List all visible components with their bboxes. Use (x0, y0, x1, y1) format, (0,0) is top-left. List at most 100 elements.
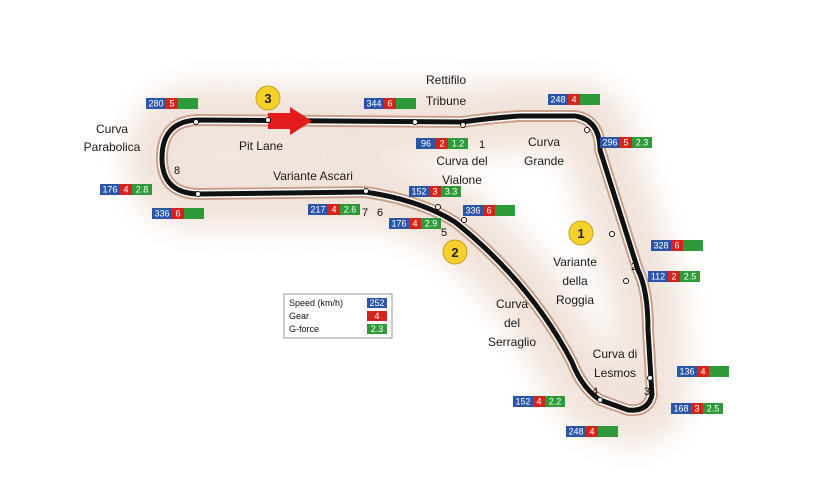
label-lesmos-line1: Curva di (593, 347, 638, 361)
label-roggia-line2: della (562, 274, 588, 288)
tag-gforce-value: 2.3 (636, 138, 649, 148)
tag-speed-value: 176 (102, 185, 117, 195)
track-line (159, 113, 655, 413)
tag-gear-value: 4 (571, 95, 576, 105)
tag-gear-value: 4 (536, 397, 541, 407)
tag-gforce-box (680, 271, 700, 282)
corner-number-4: 4 (592, 386, 598, 398)
tag-speed-box (146, 98, 166, 109)
telemetry-tag: 152 4 2.2 (513, 396, 565, 407)
pit-lane-arrow-icon (268, 107, 312, 135)
label-parabolica-line2: Parabolica (84, 140, 141, 154)
tag-speed-value: 344 (366, 99, 381, 109)
tag-gforce-box (448, 138, 468, 149)
tag-speed-value: 112 (651, 272, 665, 282)
label-rettifilo-line1: Rettifilo (426, 73, 466, 87)
sector-marker-3: 3 (255, 85, 281, 111)
tag-gear-box (384, 98, 396, 109)
legend-speed-swatch (367, 298, 387, 308)
tag-gear-value: 6 (175, 209, 180, 219)
corner-number-8: 8 (174, 165, 180, 177)
tag-gforce-box (441, 186, 461, 197)
tag-gear-box (483, 205, 495, 216)
tag-speed-value: 152 (411, 187, 426, 197)
tag-gforce-box (178, 98, 198, 109)
tag-gforce-value: 2.2 (549, 397, 562, 407)
tag-speed-box (100, 184, 120, 195)
label-roggia-line3: Roggia (556, 293, 594, 307)
svg-text:2: 2 (451, 245, 458, 260)
legend-gforce-value: 2.3 (371, 324, 384, 334)
tag-gforce-box (184, 208, 204, 219)
tag-gear-value: 6 (674, 241, 679, 251)
tag-speed-value: 248 (568, 427, 583, 437)
tag-speed-value: 336 (154, 209, 169, 219)
legend-gforce-label: G-force (289, 324, 319, 334)
label-serraglio-line1: Curva (496, 297, 528, 311)
corner-number-3: 3 (644, 386, 650, 398)
tag-gear-value: 5 (169, 99, 174, 109)
track-marker-dots (193, 117, 653, 403)
tag-gear-value: 5 (623, 138, 628, 148)
tag-speed-box (308, 204, 328, 215)
corner-number-1: 1 (479, 139, 485, 151)
tag-gforce-box (421, 218, 441, 229)
tag-speed-box (389, 218, 409, 229)
tag-gforce-box (580, 94, 600, 105)
telemetry-tag: 296 5 2.3 (600, 137, 652, 148)
tag-speed-box (548, 94, 568, 105)
tag-gear-value: 2 (671, 272, 676, 282)
telemetry-tag: 112 2 2.5 (648, 271, 700, 282)
tag-gear-value: 4 (589, 427, 594, 437)
tag-speed-box (648, 271, 668, 282)
tag-gforce-box (683, 240, 703, 251)
label-vialone-line2: Vialone (442, 173, 482, 187)
label-serraglio-line3: Serraglio (488, 335, 536, 349)
tag-gforce-value: 2.8 (136, 185, 149, 195)
tag-gforce-box (703, 403, 723, 414)
tag-speed-value: 176 (391, 219, 406, 229)
label-lesmos-line2: Lesmos (594, 366, 636, 380)
tag-speed-value: 96 (421, 139, 431, 149)
telemetry-tag: 248 4 (566, 426, 618, 437)
tag-gear-box (668, 271, 680, 282)
tag-speed-value: 296 (602, 138, 617, 148)
label-grande-line1: Curva (528, 135, 560, 149)
tag-speed-box (409, 186, 429, 197)
corner-number-6: 6 (377, 207, 383, 219)
tag-gear-value: 6 (387, 99, 392, 109)
label-parabolica-line1: Curva (96, 122, 128, 136)
tag-speed-box (513, 396, 533, 407)
label-vialone-line1: Curva del (436, 154, 487, 168)
tag-gear-box (429, 186, 441, 197)
tag-speed-value: 217 (310, 205, 325, 215)
tag-gear-box (671, 240, 683, 251)
tag-speed-box (671, 403, 691, 414)
legend-gear-swatch (367, 311, 387, 321)
tag-gear-value: 3 (694, 404, 699, 414)
tag-speed-box (463, 205, 483, 216)
tag-speed-value: 136 (679, 367, 694, 377)
label-rettifilo-line2: Tribune (426, 94, 467, 108)
tag-gforce-value: 2.5 (684, 272, 697, 282)
tag-speed-box (600, 137, 620, 148)
tag-gforce-value: 2.9 (425, 219, 438, 229)
tag-speed-value: 152 (515, 397, 530, 407)
tag-speed-box (566, 426, 586, 437)
label-pit-lane: Pit Lane (239, 139, 283, 153)
corner-number-2: 2 (631, 261, 637, 273)
corner-number-5: 5 (441, 227, 447, 239)
tag-gforce-box (598, 426, 618, 437)
tag-gforce-box (340, 204, 360, 215)
tag-gforce-box (709, 366, 729, 377)
